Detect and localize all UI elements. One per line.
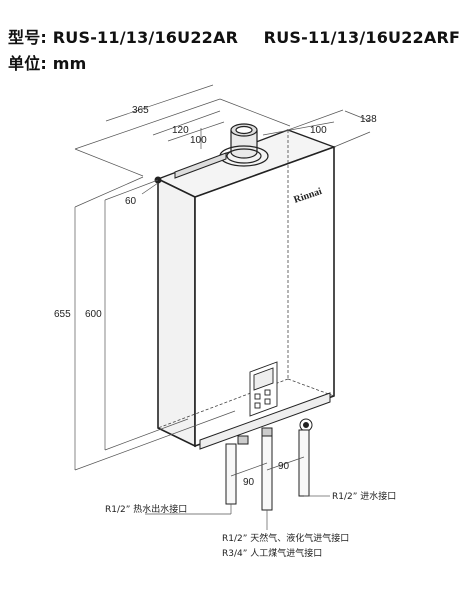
model-number-b: RUS-11/13/16U22ARF <box>263 28 460 47</box>
heater-side-face <box>157 177 196 448</box>
dim-pipe-spacing-left: 90 <box>243 477 255 488</box>
hot-water-pipe <box>225 443 237 505</box>
cold-water-pipe <box>298 429 310 497</box>
unit-value: mm <box>52 54 87 73</box>
gas-pipe <box>261 435 273 511</box>
dim-flue-size-right: 100 <box>310 125 327 136</box>
label-cold-water-inlet: R1/2” 进水接口 <box>332 490 396 502</box>
display-screen <box>253 367 274 391</box>
dim-depth: 138 <box>360 114 377 125</box>
control-panel <box>249 361 278 417</box>
bottom-fittings <box>199 392 331 450</box>
flue-pipe <box>219 123 269 167</box>
dim-width: 365 <box>132 105 149 116</box>
unit-line: 单位: mm <box>8 50 87 74</box>
dim-flue-offset: 120 <box>172 125 189 136</box>
hidden-edges <box>157 130 335 429</box>
label-hot-water-outlet: R1/2” 热水出水接口 <box>105 503 187 515</box>
model-number-a: RUS-11/13/16U22AR <box>52 28 239 47</box>
label-gas-town: R3/4” 人工煤气进气接口 <box>222 547 322 559</box>
unit-label: 单位: <box>8 54 47 73</box>
technical-drawing: Rinnai <box>54 84 396 559</box>
dim-pipe-spacing-right: 90 <box>278 461 290 472</box>
dim-flue-size-left: 100 <box>190 135 207 146</box>
heater-body <box>156 129 336 448</box>
dim-height-total: 655 <box>54 309 71 320</box>
model-label: 型号: <box>8 28 47 47</box>
dim-height-body: 600 <box>85 309 102 320</box>
heater-front-face <box>194 145 335 448</box>
dimension-lines <box>74 84 371 530</box>
model-line: 型号: RUS-11/13/16U22AR RUS-11/13/16U22ARF <box>8 24 460 48</box>
dim-bracket-offset: 60 <box>125 196 137 207</box>
label-gas-natural-lpg: R1/2” 天然气、液化气进气接口 <box>222 532 349 544</box>
